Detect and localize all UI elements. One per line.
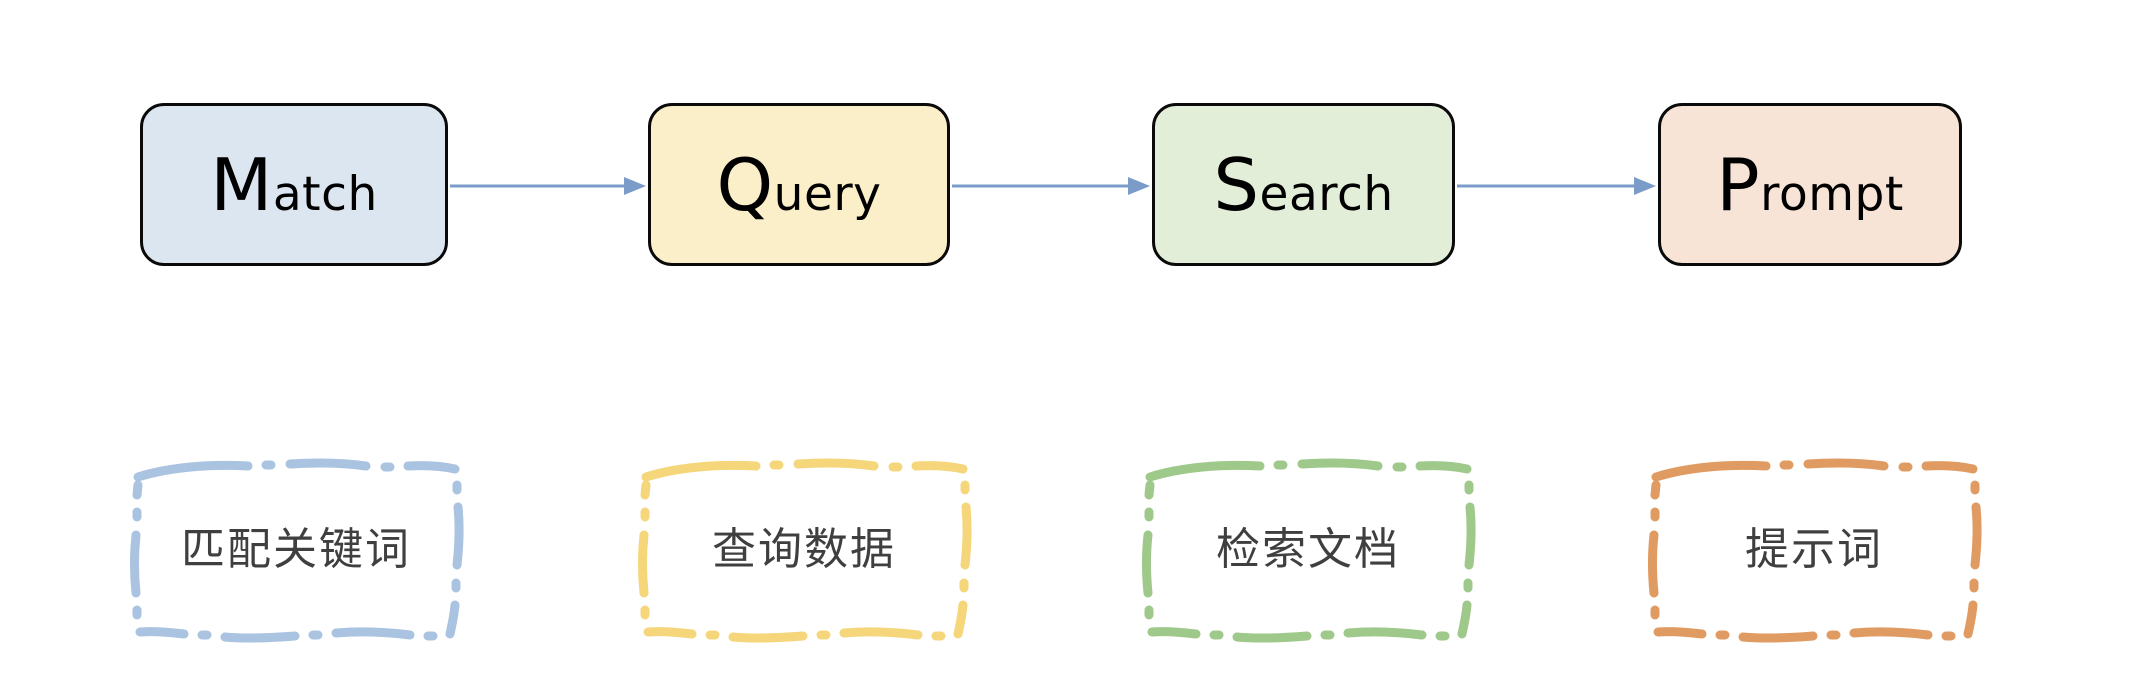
annotation-label-query: 查询数据 [712,524,896,575]
arrow-right-icon-match-query [448,170,648,202]
sketch-border-query [638,458,972,643]
annotation-box-search[interactable]: 检索文档 [1142,455,1476,645]
annotation-label-match: 匹配关键词 [181,524,411,575]
arrow-right-icon-query-search [950,170,1152,202]
stage-label-prompt-capital: P [1716,142,1761,227]
stage-box-query[interactable]: Query [648,103,950,266]
stage-label-search-capital: S [1213,142,1260,227]
stage-label-query: Query [716,149,881,221]
stage-label-match-rest: atch [272,166,378,222]
stage-label-query-rest: uery [773,166,882,222]
annotation-box-query[interactable]: 查询数据 [638,455,972,645]
stage-label-match-capital: M [210,142,273,227]
sketch-border-prompt [1648,458,1982,643]
stage-box-prompt[interactable]: Prompt [1658,103,1962,266]
stage-label-prompt-rest: rompt [1760,166,1904,222]
stage-label-prompt: Prompt [1716,149,1904,221]
stage-box-search[interactable]: Search [1152,103,1455,266]
annotation-label-prompt: 提示词 [1745,524,1883,575]
stage-label-search: Search [1213,149,1393,221]
annotation-box-prompt[interactable]: 提示词 [1648,455,1982,645]
arrow-right-icon-search-prompt [1455,170,1658,202]
sketch-border-match [130,458,464,643]
sketch-border-search [1142,458,1476,643]
stage-label-query-capital: Q [716,142,774,227]
stage-box-match[interactable]: Match [140,103,448,266]
stage-label-match: Match [210,149,377,221]
annotation-box-match[interactable]: 匹配关键词 [130,455,464,645]
annotation-label-search: 检索文档 [1216,524,1400,575]
stage-label-search-rest: earch [1259,166,1394,222]
